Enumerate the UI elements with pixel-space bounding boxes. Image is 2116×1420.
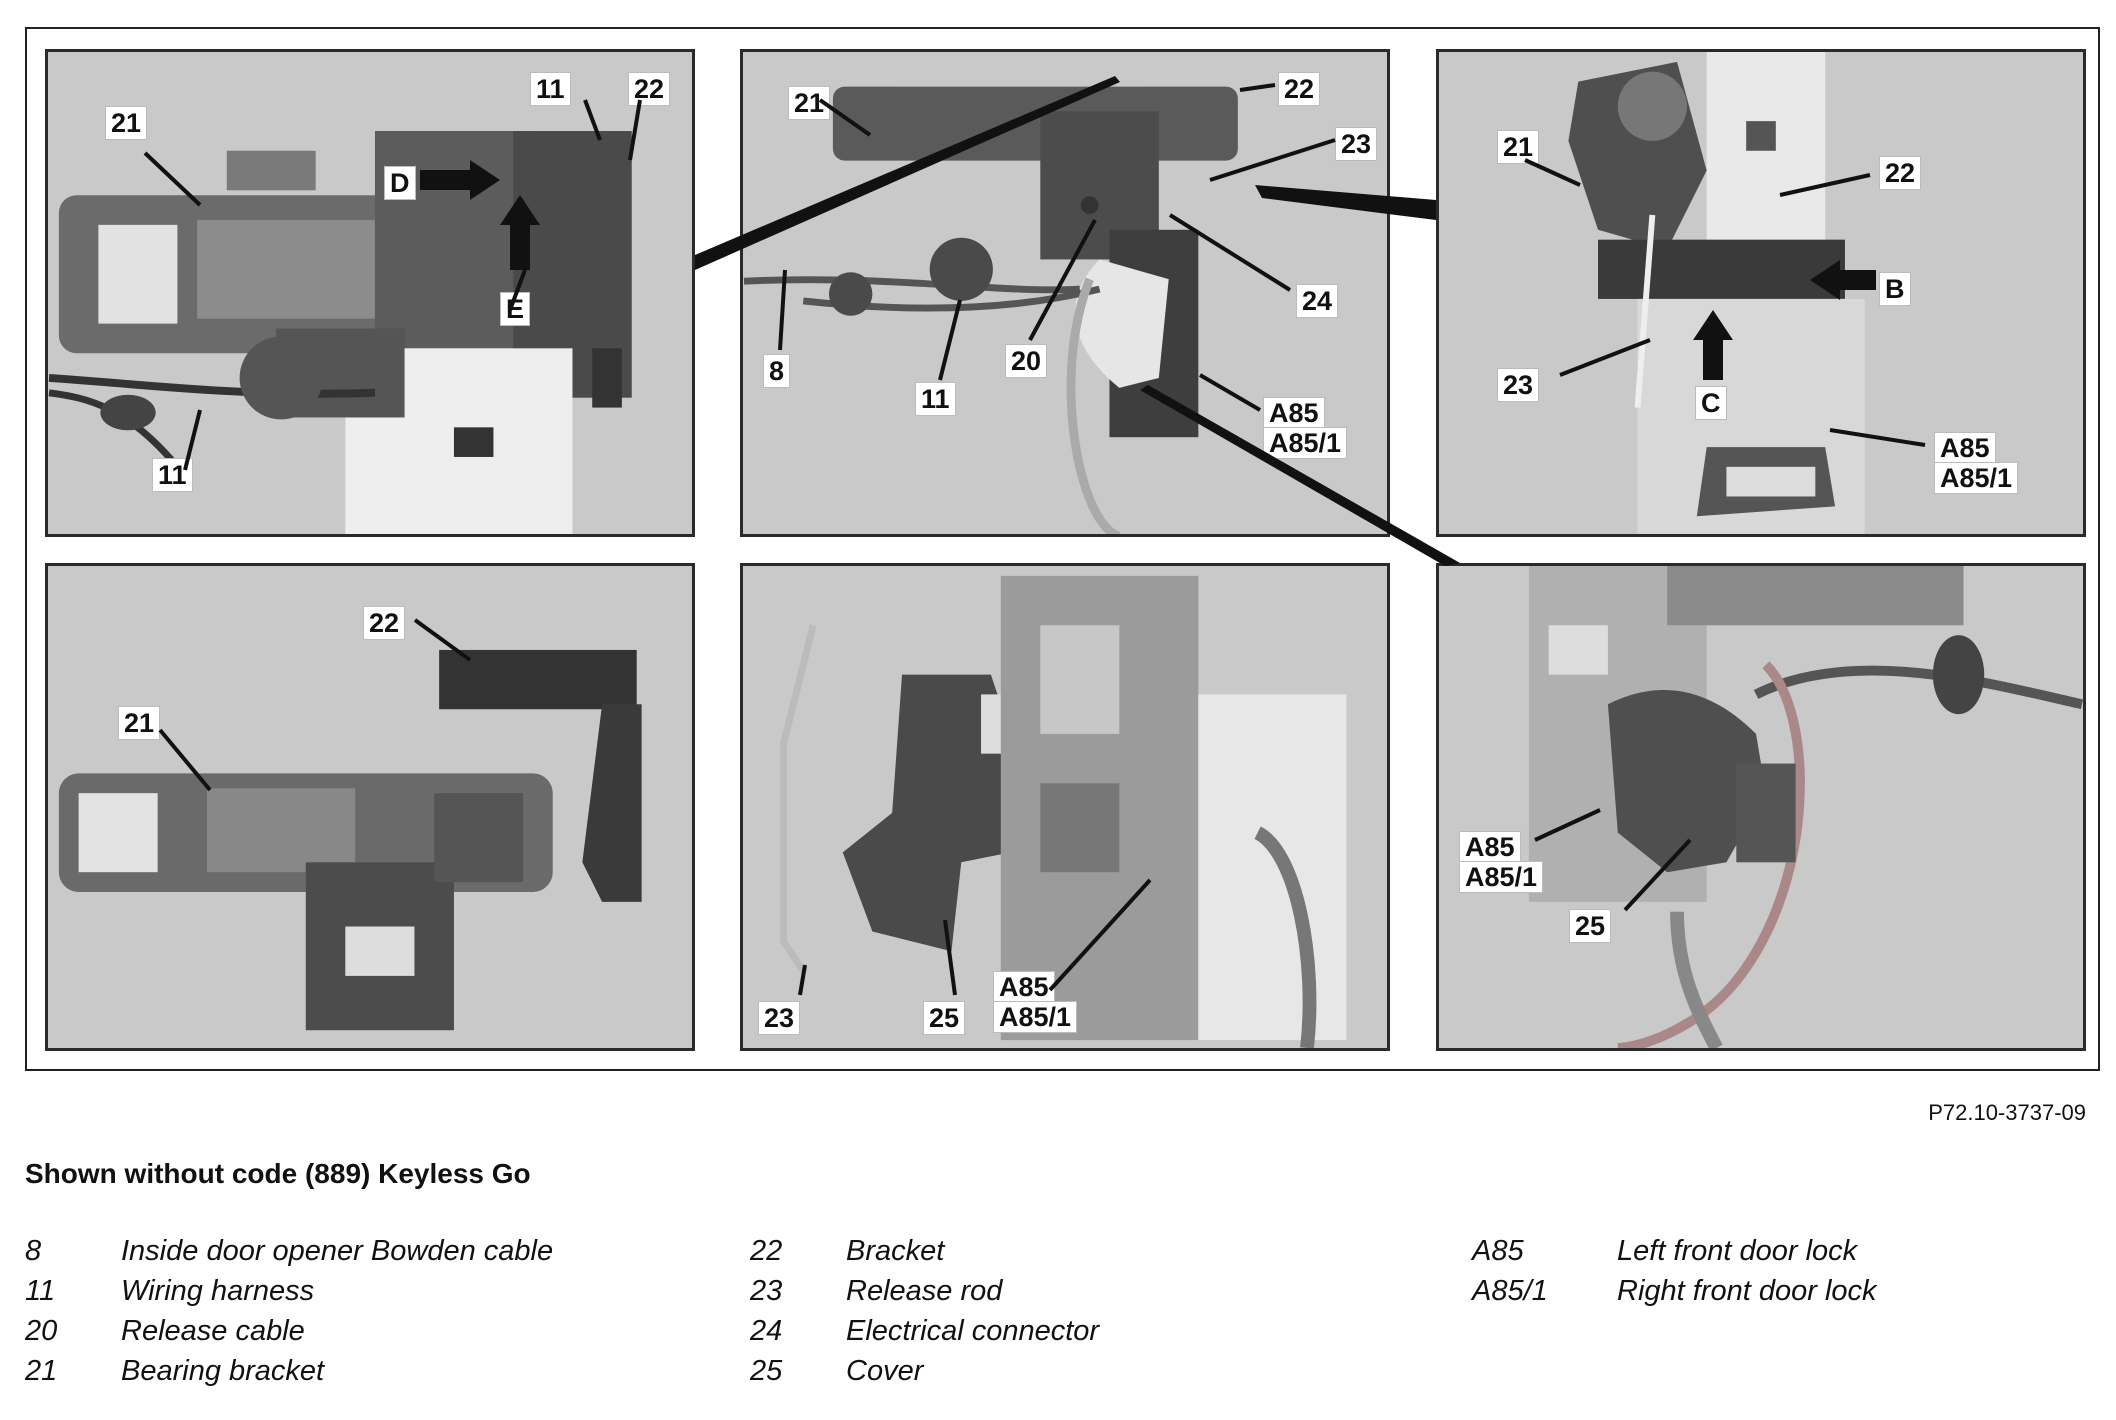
handle-and-lock-photo (743, 86, 1238, 534)
legend-item: 8 Inside door opener Bowden cable (25, 1235, 553, 1275)
callout-a85: A85 (1934, 432, 1996, 464)
legend-number: 22 (750, 1235, 783, 1267)
legend-text: Inside door opener Bowden cable (121, 1235, 554, 1267)
photo-panel-3: 21 22 B 23 C A85 A85/1 (1436, 49, 2086, 537)
callout-23: 23 (1335, 127, 1378, 161)
figure-code: P72.10-3737-09 (1928, 1100, 2086, 1125)
legend-column-1: 8 Inside door opener Bowden cable 11 Wirin… (25, 1235, 553, 1395)
callout-21: 21 (788, 86, 831, 120)
photo-panel-4: 22 21 (45, 563, 695, 1051)
bearing-bracket-photo (58, 649, 642, 1031)
legend-item: 11 Wiring harness (25, 1275, 553, 1315)
callout-24: 24 (1296, 284, 1339, 318)
callout-21: 21 (1497, 130, 1540, 164)
legend-text: Wiring harness (121, 1275, 315, 1307)
callout-25: 25 (1569, 909, 1612, 943)
photo-panel-5: 23 25 A85 A85/1 (740, 563, 1390, 1051)
callout-22: 22 (628, 72, 671, 106)
legend-text: Electrical connector (846, 1315, 1100, 1347)
callout-11-lower: 11 (152, 458, 193, 492)
photo-panel-2: 21 22 23 24 20 8 11 A85 A85/1 (740, 49, 1390, 537)
callout-22: 22 (363, 606, 406, 640)
legend-text: Release rod (846, 1275, 1003, 1307)
callout-a85: A85 (1263, 397, 1325, 429)
legend-number: 24 (750, 1315, 783, 1347)
legend-column-3: A85 Left front door lock A85/1 Right front… (1472, 1235, 1877, 1315)
cover-and-lock-photo (780, 575, 1347, 1048)
legend-text: Bearing bracket (121, 1355, 325, 1387)
legend-column-2: 22 Bracket 23 Release rod 24 Electrical con… (750, 1235, 1099, 1395)
legend-number: 11 (25, 1275, 56, 1307)
lock-with-cover-photo (1528, 566, 2083, 1048)
legend-number: 25 (750, 1355, 783, 1387)
photo-panel-6: A85 A85/1 25 (1436, 563, 2086, 1051)
callout-21: 21 (118, 706, 161, 740)
legend-number: 8 (25, 1235, 42, 1267)
callout-a85-1: A85/1 (1263, 427, 1348, 459)
callout-25: 25 (923, 1001, 966, 1035)
photo-panel-1: 21 11 22 D E 11 (45, 49, 695, 537)
legend-number: 21 (25, 1355, 58, 1387)
callout-a85-1: A85/1 (993, 1001, 1078, 1033)
callout-a85: A85 (993, 971, 1055, 1003)
legend-item: 21 Bearing bracket (25, 1355, 553, 1395)
callout-11: 11 (915, 382, 956, 416)
callout-11: 11 (530, 72, 571, 106)
callout-b: B (1879, 272, 1911, 306)
door-handle-photo (48, 131, 632, 534)
legend-number: A85/1 (1472, 1275, 1548, 1307)
legend-item: 20 Release cable (25, 1315, 553, 1355)
legend-number: 23 (750, 1275, 783, 1307)
callout-a85-1: A85/1 (1934, 462, 2019, 494)
callout-22: 22 (1879, 156, 1922, 190)
callout-23: 23 (758, 1001, 801, 1035)
legend-item: 22 Bracket (750, 1235, 1099, 1275)
legend-text: Release cable (121, 1315, 305, 1347)
legend-item: 24 Electrical connector (750, 1315, 1099, 1355)
legend-text: Cover (846, 1355, 924, 1387)
legend-item: 23 Release rod (750, 1275, 1099, 1315)
callout-e: E (500, 292, 531, 326)
callout-a85-1: A85/1 (1459, 861, 1544, 893)
legend-item: A85 Left front door lock (1472, 1235, 1877, 1275)
legend-text: Bracket (846, 1235, 945, 1267)
callout-20: 20 (1005, 344, 1048, 378)
callout-a85: A85 (1459, 831, 1521, 863)
legend-number: A85 (1472, 1235, 1524, 1267)
callout-22: 22 (1278, 72, 1321, 106)
callout-c: C (1695, 386, 1727, 420)
callout-23: 23 (1497, 368, 1540, 402)
legend-text: Right front door lock (1617, 1275, 1877, 1307)
legend-item: A85/1 Right front door lock (1472, 1275, 1877, 1315)
callout-8: 8 (763, 354, 791, 388)
figure-heading: Shown without code (889) Keyless Go (25, 1158, 531, 1189)
legend-text: Left front door lock (1617, 1235, 1858, 1267)
legend-item: 25 Cover (750, 1355, 1099, 1395)
callout-21: 21 (105, 106, 148, 140)
bracket-detail-photo (1568, 52, 1865, 534)
legend-number: 20 (25, 1315, 58, 1347)
callout-d: D (384, 166, 416, 200)
